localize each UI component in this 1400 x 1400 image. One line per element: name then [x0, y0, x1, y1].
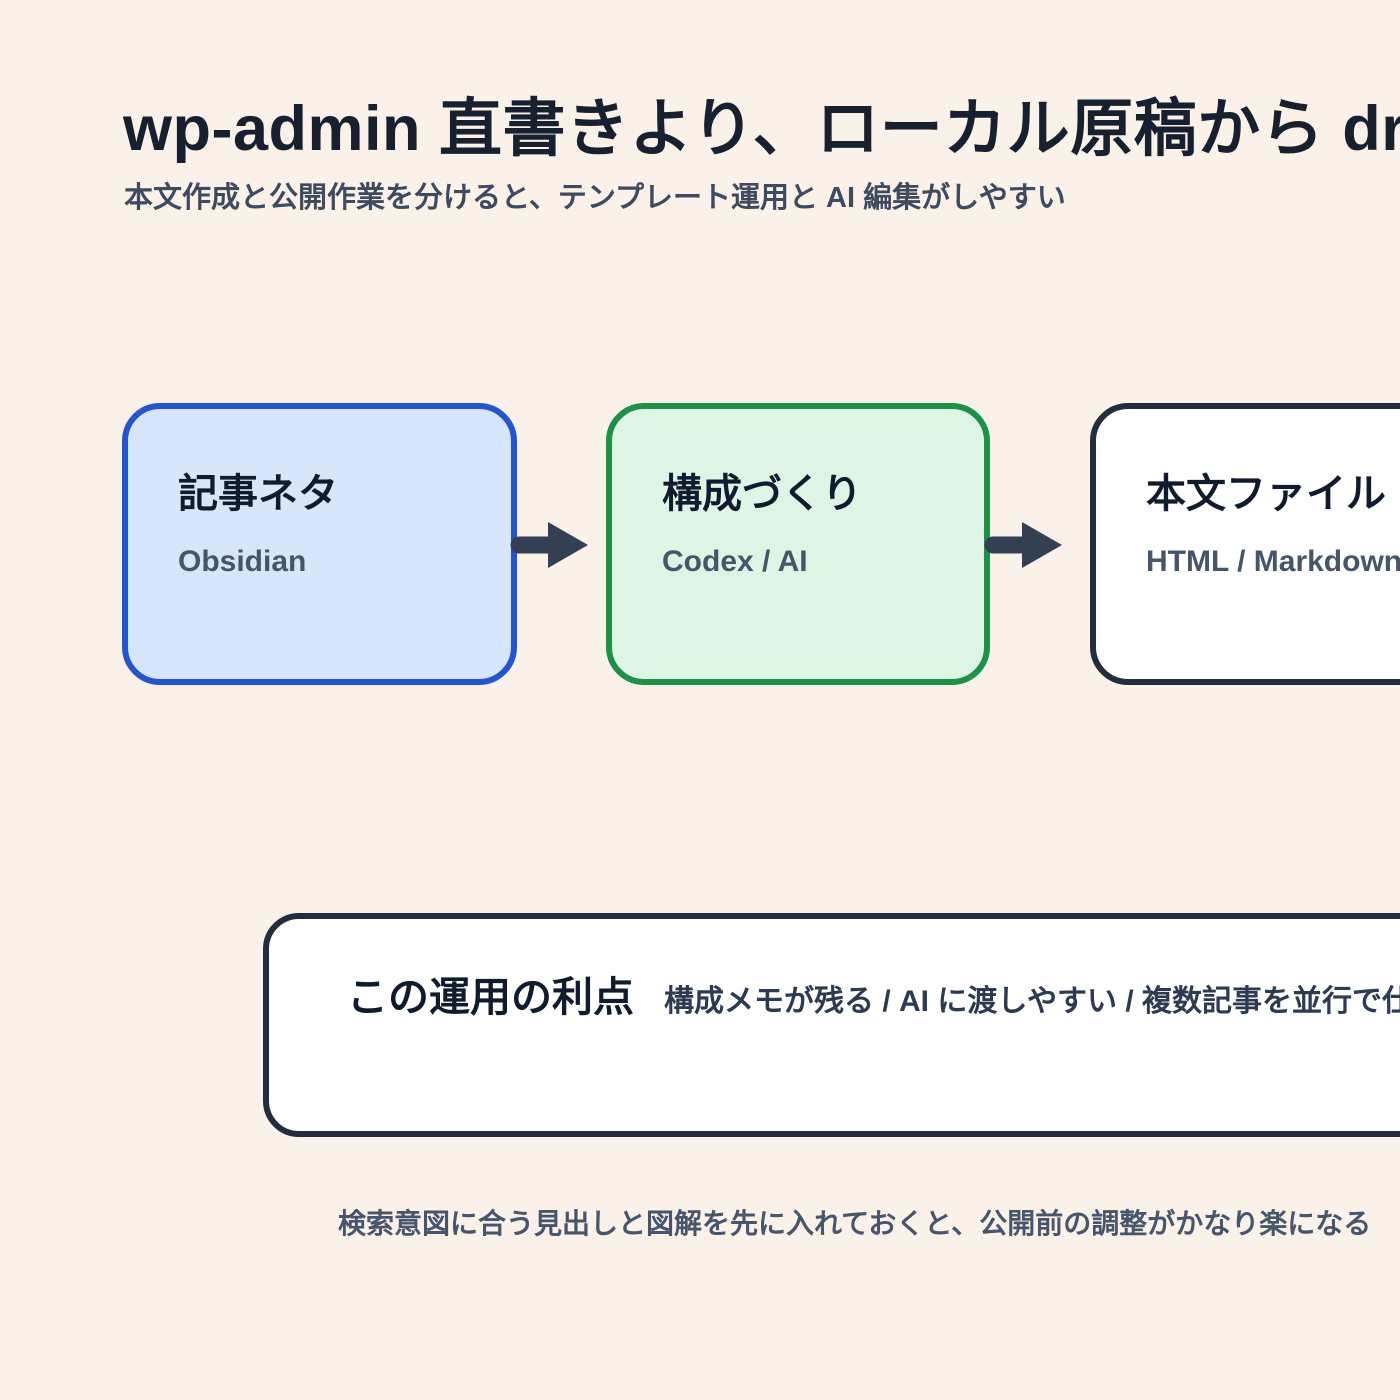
step-label: 構成づくり — [662, 472, 862, 516]
flow-arrow-icon — [984, 522, 1062, 568]
flow-step-article-idea: 記事ネタ Obsidian — [122, 403, 517, 685]
page-title: wp-admin 直書きより、ローカル原稿から draft — [123, 94, 1400, 164]
benefits-heading: この運用の利点 — [347, 974, 634, 1020]
page-subtitle: 本文作成と公開作業を分けると、テンプレート運用と AI 編集がしやすい — [124, 182, 1066, 214]
step-tool: Obsidian — [178, 545, 307, 578]
flow-step-outline: 構成づくり Codex / AI — [606, 403, 990, 685]
benefits-box: この運用の利点 構成メモが残る / AI に渡しやすい / 複数記事を並行で仕 — [263, 913, 1400, 1137]
flow-step-body-file: 本文ファイル HTML / Markdown — [1090, 403, 1400, 685]
step-label: 本文ファイル — [1146, 472, 1386, 516]
benefits-items: 構成メモが残る / AI に渡しやすい / 複数記事を並行で仕 — [664, 985, 1400, 1018]
step-tool: HTML / Markdown — [1146, 545, 1400, 578]
footer-note: 検索意図に合う見出しと図解を先に入れておくと、公開前の調整がかなり楽になる — [338, 1208, 1372, 1239]
flow-arrow-icon — [510, 522, 588, 568]
step-label: 記事ネタ — [178, 472, 338, 516]
step-tool: Codex / AI — [662, 545, 808, 578]
